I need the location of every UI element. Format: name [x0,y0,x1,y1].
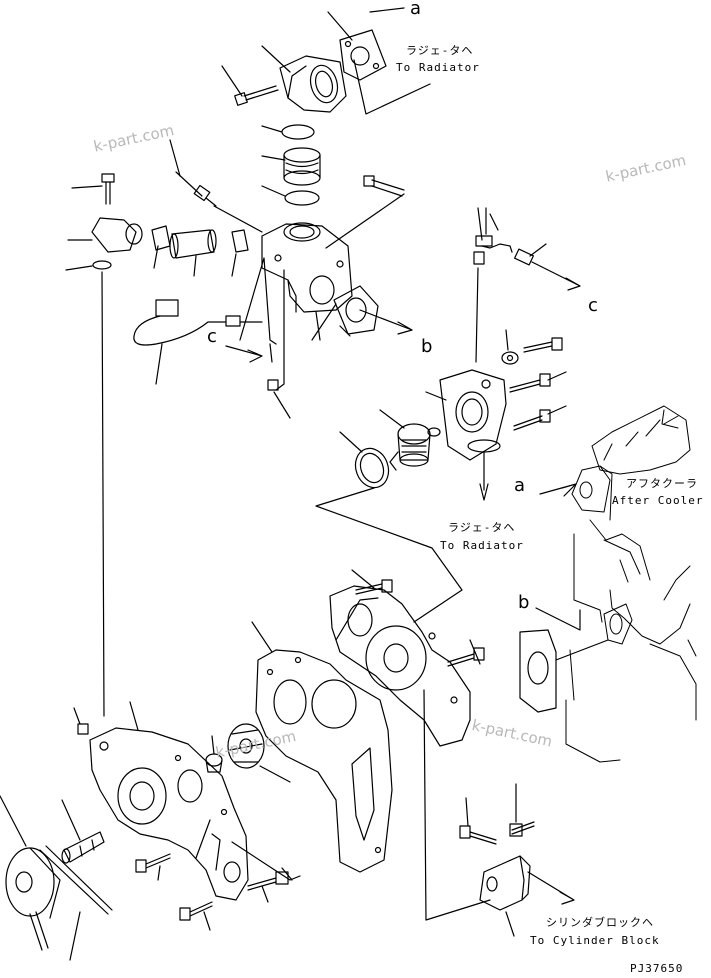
o-ring-small [93,261,111,269]
drawing-number: PJ37650 [630,962,684,975]
thermostat-gasket [350,444,394,493]
plug-bolt-small [268,380,278,390]
thermostat-seal [284,148,320,185]
to-radiator-mid-jp: ラジェ-タヘ [448,521,516,534]
o-ring-top [282,125,314,139]
to-radiator-top-jp: ラジェ-タヘ [406,44,474,57]
hose-clamp-right [232,230,248,252]
washer [502,352,518,364]
bolt-cover-right [448,648,484,666]
to-radiator-top-en: To Radiator [396,61,480,74]
pressure-sensor [474,208,512,264]
pump-pulley [6,848,60,918]
callout-a-top: a [410,0,422,19]
thermostat [390,424,440,470]
cylinder-block-en: To Cylinder Block [530,934,660,947]
temperature-sensor [176,172,262,232]
bolt-housing-right [326,176,404,248]
after-cooler [572,406,690,520]
bolt-top-elbow [235,86,278,105]
sensor-harness [134,300,262,345]
v-belt [30,846,112,950]
front-cover-gasket [256,650,392,872]
water-outlet-elbow [280,56,346,112]
water-outlet-right [440,370,506,500]
cylinder-block-partial [566,520,696,762]
fitting-c [515,249,580,290]
outlet-gasket-top [340,30,386,80]
timing-case-cover [330,586,470,746]
small-elbow [92,218,142,252]
after-cooler-en: After Cooler [612,494,704,507]
gasket-housing-b [334,286,378,334]
bolt-pump-2 [180,902,212,920]
callout-a-mid: a [514,475,526,496]
callout-b-lower: b [518,592,530,613]
hose-clamp-left [152,226,170,250]
callout-b-right: b [421,336,433,357]
pump-shaft [62,832,104,863]
water-pump [90,728,248,900]
mounting-bracket [480,856,530,910]
o-ring-lower [285,191,319,205]
cylinder-block-jp: シリンダブロックヘ [546,916,654,929]
bolt-bracket-2 [510,822,534,836]
callout-c-right: c [588,295,598,316]
bolt-outlet-2 [514,410,550,430]
after-cooler-jp: アフタクーラ [626,477,698,490]
gasket-b-lower [520,630,556,712]
callout-c-left: c [207,326,217,347]
thermostat-housing [262,223,352,312]
bolt-outlet-1 [510,374,550,392]
plug-pump [78,724,88,734]
bolt-pump-1 [136,854,170,872]
to-radiator-mid-en: To Radiator [440,539,524,552]
impeller [228,724,264,768]
bolt-washer [524,338,562,352]
bolt-bracket-1 [460,826,496,844]
water-hose [170,230,216,258]
bolt-cover-top [356,580,392,594]
bolt-left-top [102,174,114,204]
